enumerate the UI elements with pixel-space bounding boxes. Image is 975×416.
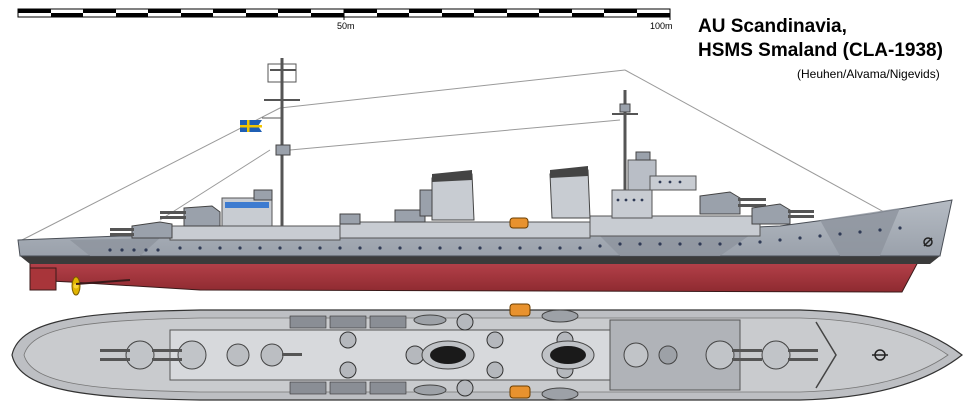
title-line-2: HSMS Smaland (CLA-1938) xyxy=(698,40,943,61)
main-deckhouse-fwd xyxy=(589,215,761,237)
underwater-hull xyxy=(29,261,919,293)
swedish-flag-icon xyxy=(240,117,282,132)
plan-bridge xyxy=(623,342,678,368)
plan-turret-aft-1 xyxy=(100,340,155,370)
main-deckhouse-aft xyxy=(169,225,341,241)
portholes xyxy=(108,226,902,252)
anchor-icon xyxy=(923,237,933,247)
rigging xyxy=(21,69,936,241)
aft-turret-2 xyxy=(160,205,221,227)
scale-end-label: 100m xyxy=(650,21,673,31)
plan-turret-fore-1 xyxy=(705,340,762,370)
plan-boat-stbd xyxy=(509,385,531,399)
aft-turret-1 xyxy=(110,221,173,239)
main-deckhouse-mid xyxy=(339,221,591,239)
fore-turret-1 xyxy=(699,191,766,215)
plan-funnel-fore xyxy=(541,340,595,370)
plan-funnel-aft xyxy=(421,340,475,370)
side-profile xyxy=(17,58,953,296)
aft-funnel xyxy=(419,170,475,221)
plan-turret-aft-4 xyxy=(260,343,302,367)
rudder xyxy=(29,267,57,291)
fore-turret-2 xyxy=(751,203,814,225)
aft-mast xyxy=(264,58,300,226)
credit-line: (Heuhen/Alvama/Nigevids) xyxy=(797,67,940,81)
title-line-1: AU Scandinavia, xyxy=(698,16,847,37)
bridge-tower xyxy=(611,151,697,219)
propeller-icon xyxy=(71,276,81,296)
scale-mid-label: 50m xyxy=(337,21,355,31)
plan-turret-fore-2 xyxy=(761,340,818,370)
boat xyxy=(509,217,529,229)
plan-view xyxy=(11,303,963,401)
scale-bar xyxy=(17,8,671,20)
plan-turret-aft-3 xyxy=(226,343,250,367)
plan-turret-aft-2 xyxy=(152,340,207,370)
plan-boat-port xyxy=(509,303,531,317)
fore-funnel xyxy=(549,166,591,219)
plan-anchor-icon xyxy=(872,349,888,361)
fore-mast xyxy=(612,90,638,190)
